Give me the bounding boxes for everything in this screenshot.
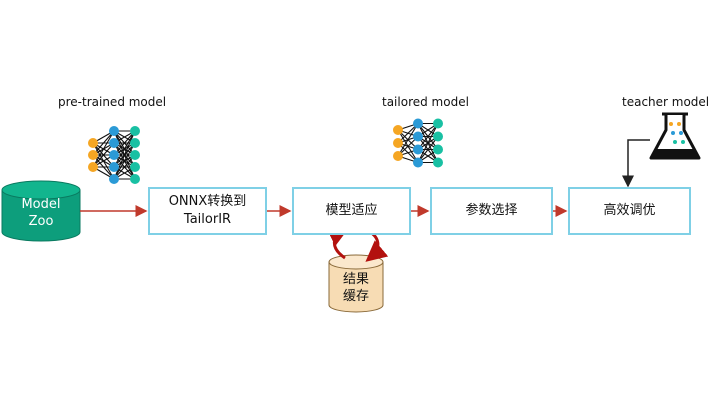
step-model-adapt: 模型适应 <box>292 187 411 235</box>
cache-text: 结果 缓存 <box>329 272 383 306</box>
teacher-model-label: teacher model <box>622 95 710 109</box>
network-node <box>88 150 98 160</box>
network-node <box>88 138 98 148</box>
network-edge <box>113 142 136 180</box>
cache-database-icon <box>328 254 384 313</box>
network-edge <box>92 130 115 156</box>
network-node <box>433 144 443 155</box>
network-node <box>130 126 140 136</box>
network-node <box>130 162 140 172</box>
network-node <box>109 138 119 148</box>
flask-icon <box>649 112 701 160</box>
network-node <box>413 157 423 168</box>
network-node <box>433 157 443 168</box>
pretrained-model-label: pre-trained model <box>58 95 167 109</box>
step-efficient-tune: 高效调优 <box>568 187 691 235</box>
network-node <box>109 174 119 184</box>
network-edge <box>113 130 136 156</box>
step-onnx-convert: ONNX转换到 TailorIR <box>148 187 267 235</box>
arrow-teacher-to-tune <box>622 139 650 188</box>
step-param-label: 参数选择 <box>465 203 518 219</box>
step-param-select: 参数选择 <box>430 187 553 235</box>
network-node <box>109 162 119 172</box>
network-node <box>109 150 119 160</box>
network-node <box>413 144 423 155</box>
network-edge <box>417 123 439 150</box>
network-node <box>393 151 403 161</box>
pretrained-network-icon <box>88 126 140 184</box>
network-edge <box>92 142 115 168</box>
network-node <box>413 118 423 129</box>
network-node <box>130 174 140 184</box>
step-tune-label: 高效调优 <box>603 203 656 219</box>
model-zoo-line2: Zoo <box>28 213 54 229</box>
model-zoo-database-icon <box>1 180 81 242</box>
step-adapt-label: 模型适应 <box>325 203 378 219</box>
network-node <box>130 150 140 160</box>
tailored-network-icon <box>393 118 443 168</box>
network-node <box>433 118 443 129</box>
network-edge <box>113 154 136 180</box>
model-zoo-text: Model Zoo <box>2 197 80 231</box>
tailored-model-label: tailored model <box>382 95 469 109</box>
network-node <box>433 131 443 142</box>
network-edge <box>113 130 136 168</box>
network-edge <box>417 136 439 163</box>
model-zoo-line1: Model <box>21 197 61 212</box>
network-node <box>393 125 403 135</box>
cache-line2: 缓存 <box>342 288 369 304</box>
network-node <box>88 162 98 172</box>
step-onnx-line1: ONNX转换到 <box>168 194 247 210</box>
step-onnx-line2: TailorIR <box>183 212 232 227</box>
network-edge <box>397 123 419 157</box>
network-node <box>130 138 140 148</box>
network-edge <box>113 130 136 180</box>
network-edge <box>417 123 439 163</box>
network-node <box>413 131 423 142</box>
cache-line1: 结果 <box>342 272 369 287</box>
network-node <box>109 126 119 136</box>
network-node <box>393 138 403 148</box>
network-edge <box>92 130 115 168</box>
